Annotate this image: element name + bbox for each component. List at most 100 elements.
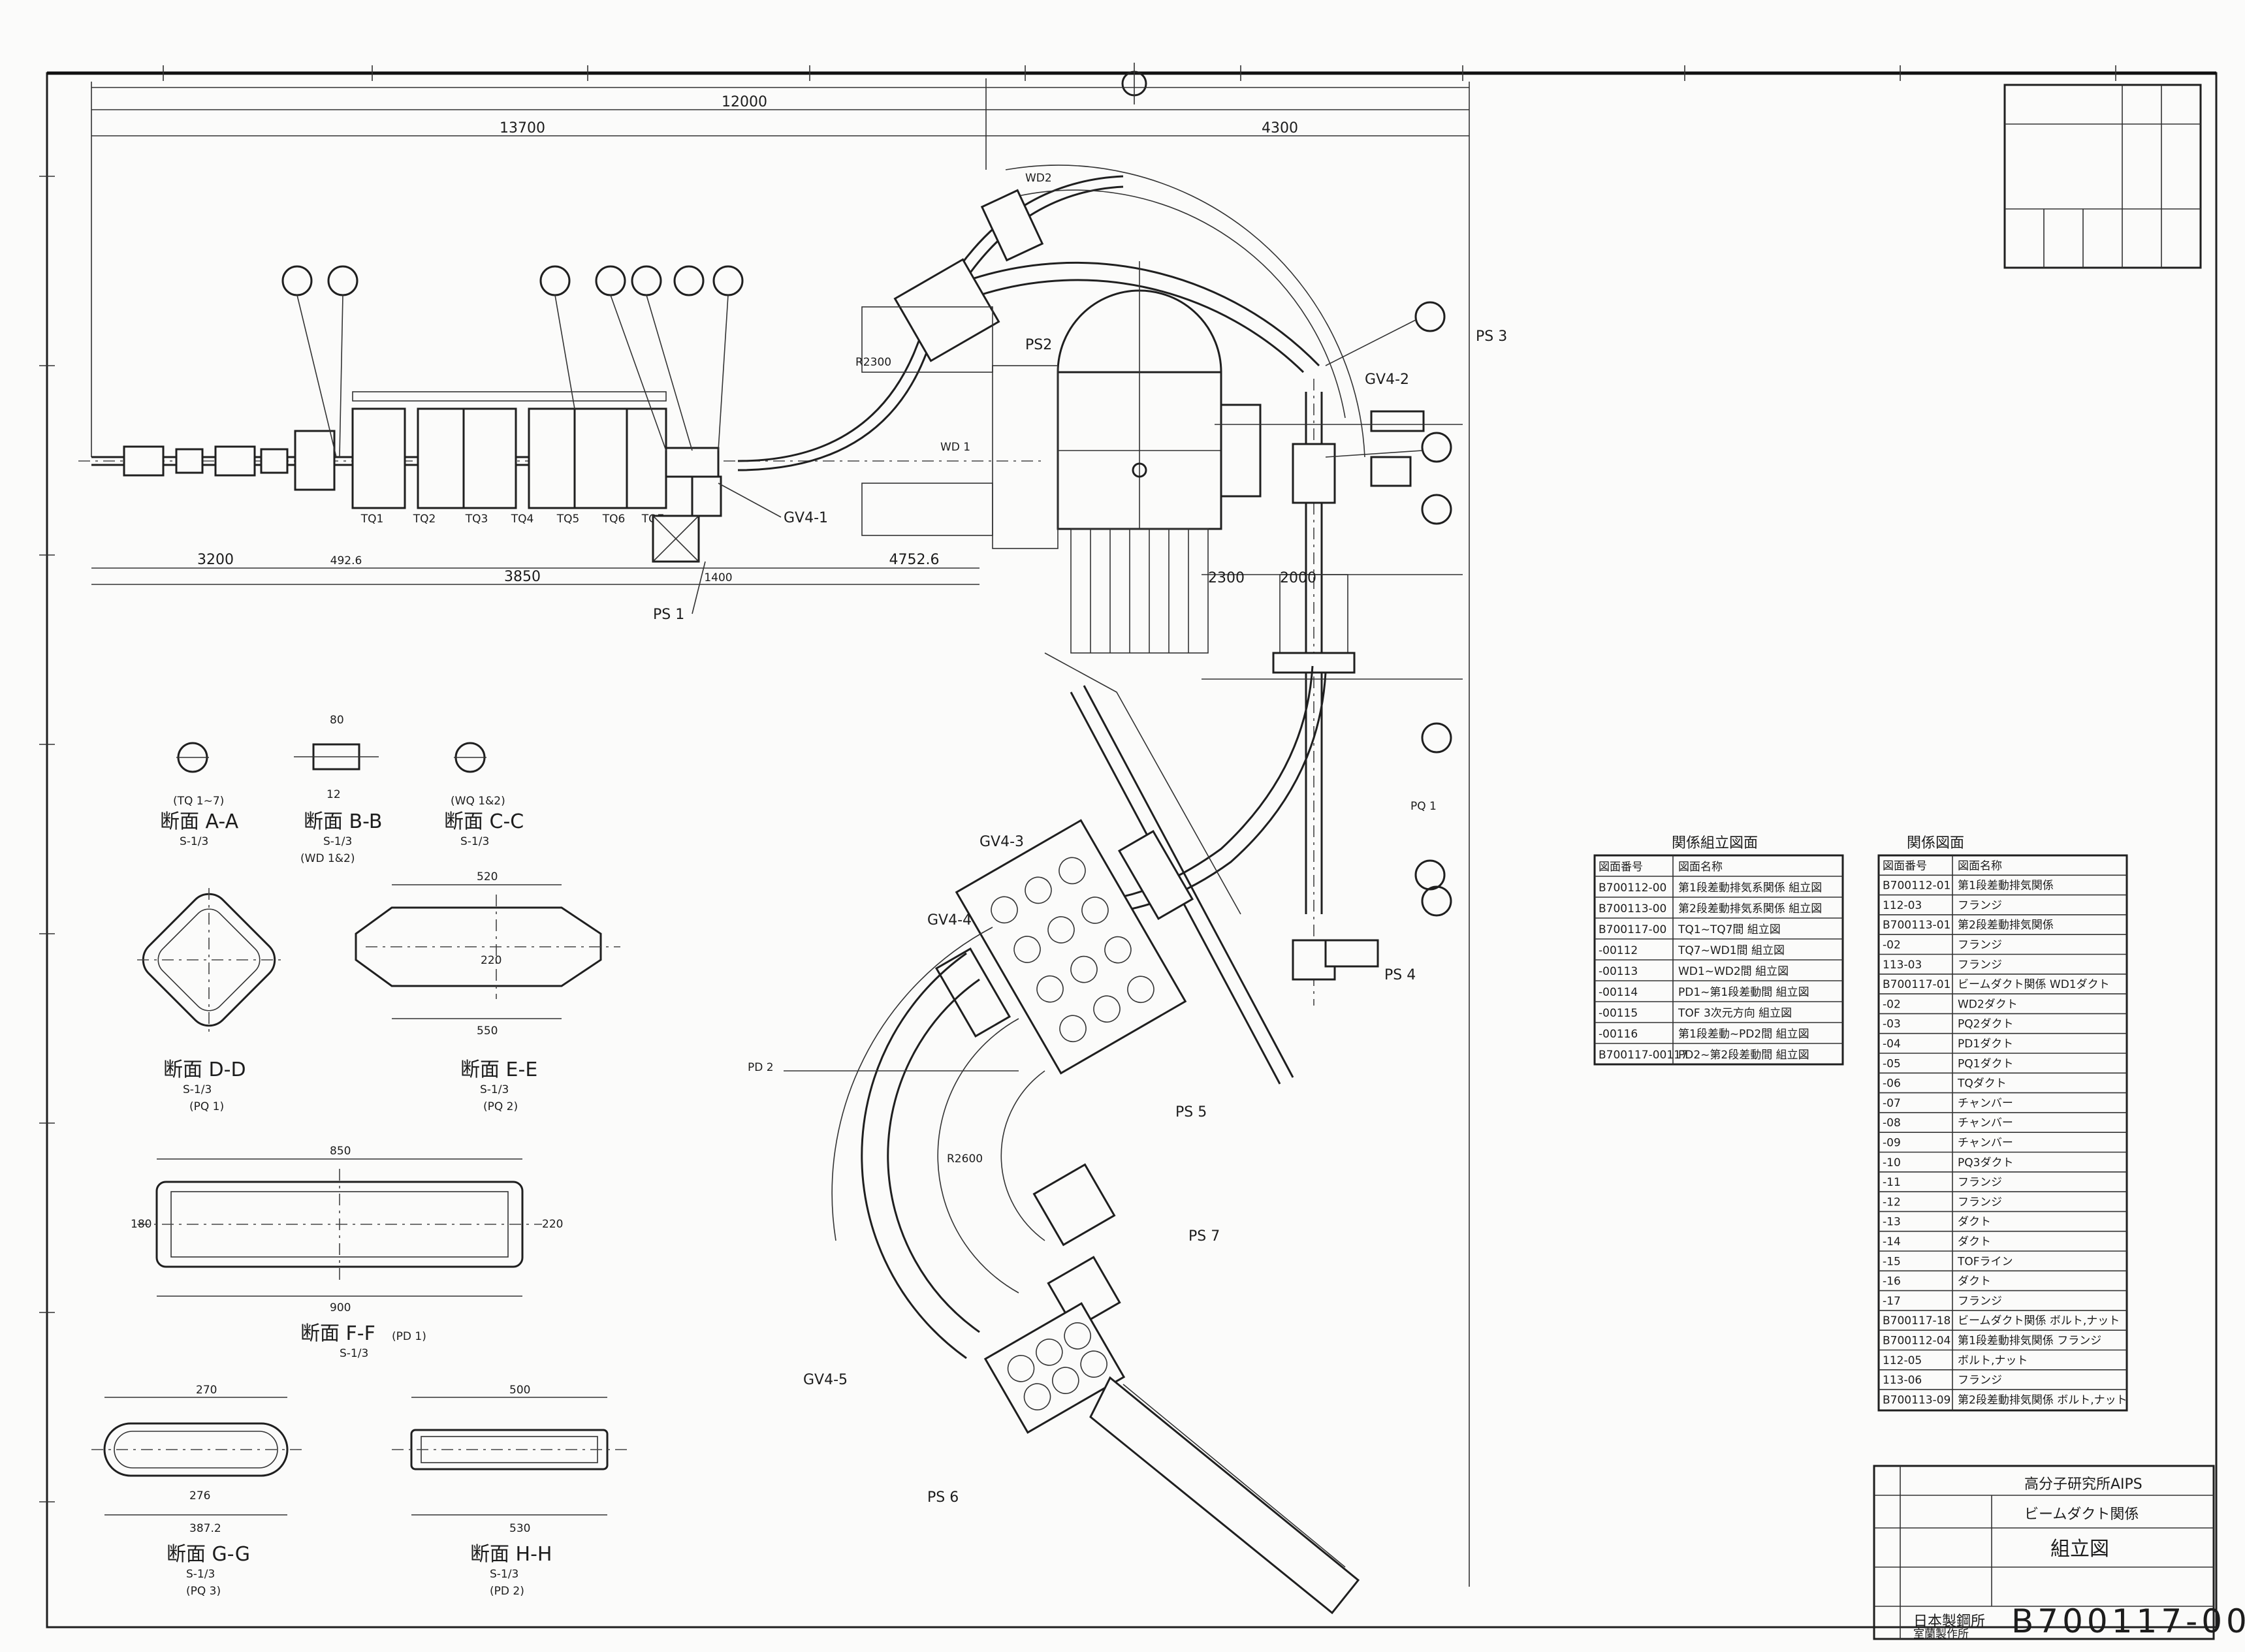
dim-right-col2: 2300 bbox=[1208, 570, 1245, 586]
drawing-number: B700117-00 bbox=[2011, 1602, 2245, 1640]
gv42-label: GV4-2 bbox=[1365, 372, 1409, 388]
related-assembly-cell-name: 第1段差動排気系関係 組立図 bbox=[1678, 882, 1822, 895]
section-ee-note: (PQ 2) bbox=[483, 1100, 518, 1113]
title-kind: 組立図 bbox=[2050, 1538, 2109, 1561]
ps7-assembly bbox=[1032, 1163, 1121, 1330]
related-assembly-cell-number: -00115 bbox=[1599, 1007, 1638, 1020]
section-hh-note: (PD 2) bbox=[490, 1585, 524, 1598]
dim-overall: 13700 bbox=[500, 120, 545, 136]
dim-small-a: 492.6 bbox=[330, 554, 362, 567]
related-parts-cell-number: 113-03 bbox=[1883, 959, 1922, 972]
related-assembly-cell-number: B700113-00 bbox=[1599, 902, 1666, 915]
section-bb-scale: S-1/3 bbox=[323, 835, 352, 848]
related-parts-cell-name: ダクト bbox=[1958, 1275, 1991, 1288]
related-parts-cell-number: -02 bbox=[1883, 998, 1901, 1011]
related-parts-cell-number: B700113-01 bbox=[1883, 919, 1950, 932]
related-parts-cell-name: PQ3ダクト bbox=[1958, 1156, 2013, 1169]
right-vertical-beamline bbox=[1202, 379, 1463, 1006]
related-assembly-header-number: 図面番号 bbox=[1599, 861, 1643, 874]
title-block: 高分子研究所AIPS ビームダクト関係 組立図 日本製鋼所 室蘭製作所 B700… bbox=[1873, 1465, 2245, 1641]
dim-mid-lower: 3850 bbox=[504, 569, 541, 585]
related-assembly-cell-name: 第1段差動~PD2間 組立図 bbox=[1678, 1028, 1809, 1041]
tq2-label: TQ2 bbox=[413, 513, 436, 526]
related-parts-cell-number: B700112-01 bbox=[1883, 880, 1950, 893]
section-gg-width: 270 bbox=[196, 1384, 217, 1397]
lower-dimensions: 3200 3850 4752.6 492.6 1400 bbox=[91, 552, 979, 585]
wd2-label: WD2 bbox=[1025, 172, 1052, 185]
related-parts-cell-name: ダクト bbox=[1958, 1216, 1991, 1229]
section-gg-bottom: 387.2 bbox=[189, 1522, 221, 1535]
tq6-label: TQ6 bbox=[602, 513, 626, 526]
section-hh-scale: S-1/3 bbox=[490, 1568, 518, 1581]
section-ee-scale: S-1/3 bbox=[480, 1083, 509, 1096]
related-assembly-cell-name: PD1~第1段差動間 組立図 bbox=[1678, 986, 1809, 999]
r2600-label: R2600 bbox=[947, 1152, 983, 1166]
related-parts-cell-number: 112-03 bbox=[1883, 899, 1922, 912]
related-parts-cell-name: フランジ bbox=[1958, 1374, 2002, 1387]
section-ff: 850 900 220 180 断面 F-F S-1/3 (PD 1) bbox=[131, 1145, 563, 1360]
related-parts-cell-name: ビームダクト関係 WD1ダクト bbox=[1958, 978, 2110, 991]
gv44-label: GV4-4 bbox=[927, 912, 972, 929]
related-parts-cell-number: -02 bbox=[1883, 939, 1901, 952]
related-parts-cell-name: TQダクト bbox=[1957, 1077, 2007, 1090]
ps6-label: PS 6 bbox=[927, 1489, 959, 1506]
dim-span-right: 4300 bbox=[1262, 120, 1298, 136]
section-ff-scale: S-1/3 bbox=[340, 1347, 368, 1360]
related-parts-cell-name: WD2ダクト bbox=[1958, 998, 2018, 1011]
dim-span-mid: 12000 bbox=[722, 94, 767, 110]
related-parts-cell-name: フランジ bbox=[1958, 959, 2002, 972]
related-parts-cell-name: ビームダクト関係 ボルト,ナット bbox=[1958, 1314, 2120, 1327]
tq1-label: TQ1 bbox=[360, 513, 384, 526]
section-ff-title: 断面 F-F bbox=[300, 1322, 375, 1345]
related-parts-cell-name: PD1ダクト bbox=[1958, 1038, 2013, 1051]
related-assembly-cell-number: B700112-00 bbox=[1599, 882, 1666, 895]
related-parts-cell-name: フランジ bbox=[1958, 1196, 2002, 1209]
related-parts-cell-number: -08 bbox=[1883, 1117, 1901, 1130]
related-parts-cell-name: 第1段差動排気関係 フランジ bbox=[1958, 1335, 2101, 1348]
related-assembly-cell-number: -00114 bbox=[1599, 986, 1638, 999]
pq1-label: PQ 1 bbox=[1410, 800, 1437, 813]
related-assembly-header-name: 図面名称 bbox=[1678, 861, 1723, 874]
related-assembly-cell-name: TQ1~TQ7間 組立図 bbox=[1678, 923, 1781, 936]
title-subtitle: ビームダクト関係 bbox=[2024, 1506, 2139, 1523]
wd-bend bbox=[737, 165, 1365, 471]
related-assembly-cell-name: 第2段差動排気系関係 組立図 bbox=[1678, 902, 1822, 915]
related-assembly-cell-number: -00116 bbox=[1599, 1028, 1638, 1041]
balloons-left bbox=[281, 265, 744, 458]
related-assembly-rows: 図面番号 図面名称 B700112-00 第1段差動排気系関係 組立図 B700113-… bbox=[1595, 861, 1843, 1062]
related-parts-cell-number: B700113-09 bbox=[1883, 1393, 1950, 1406]
section-dd-scale: S-1/3 bbox=[183, 1083, 212, 1096]
tq-labels: TQ1 TQ2 TQ3 TQ4 TQ5 TQ6 TQ7 bbox=[360, 513, 665, 526]
related-parts-cell-name: チャンバー bbox=[1958, 1117, 2013, 1130]
top-dimensions: 12000 13700 4300 bbox=[91, 78, 1470, 1587]
related-parts-header-number: 図面番号 bbox=[1883, 859, 1927, 872]
revision-block bbox=[2003, 84, 2202, 269]
related-parts-cell-number: -06 bbox=[1883, 1077, 1901, 1090]
section-cc-note: (WQ 1&2) bbox=[451, 795, 505, 808]
section-aa: (TQ 1~7) 断面 A-A S-1/3 bbox=[160, 742, 239, 848]
related-parts-title: 関係図面 bbox=[1907, 835, 1964, 851]
related-parts-cell-name: フランジ bbox=[1958, 1295, 2002, 1308]
section-dd-title: 断面 D-D bbox=[163, 1058, 246, 1081]
spectrometer bbox=[861, 261, 1262, 654]
section-aa-scale: S-1/3 bbox=[180, 835, 208, 848]
related-parts-cell-name: 第2段差動排気関係 ボルト,ナット bbox=[1958, 1393, 2127, 1406]
section-gg-note: (PQ 3) bbox=[186, 1585, 221, 1598]
gv45-assembly bbox=[983, 1302, 1360, 1615]
related-parts-cell-number: -03 bbox=[1883, 1018, 1901, 1031]
related-assembly-cell-name: PD2~第2段差動間 組立図 bbox=[1678, 1049, 1809, 1062]
tq5-label: TQ5 bbox=[556, 513, 580, 526]
section-ee: 520 550 220 断面 E-E S-1/3 (PQ 2) bbox=[355, 870, 620, 1113]
section-bb-height: 12 bbox=[326, 788, 341, 801]
related-assembly-cell-name: WD1~WD2間 組立図 bbox=[1678, 965, 1789, 978]
related-parts-cell-number: B700117-01 bbox=[1883, 978, 1950, 991]
related-parts-cell-name: ダクト bbox=[1958, 1235, 1991, 1248]
dim-left-lower: 3200 bbox=[197, 552, 234, 568]
related-parts-cell-number: -13 bbox=[1883, 1216, 1901, 1229]
section-ee-bottom: 550 bbox=[477, 1025, 498, 1038]
related-parts-cell-number: -04 bbox=[1883, 1038, 1901, 1051]
tq3-label: TQ3 bbox=[465, 513, 488, 526]
related-parts-cell-name: チャンバー bbox=[1958, 1097, 2013, 1110]
related-parts-cell-name: チャンバー bbox=[1958, 1137, 2013, 1150]
